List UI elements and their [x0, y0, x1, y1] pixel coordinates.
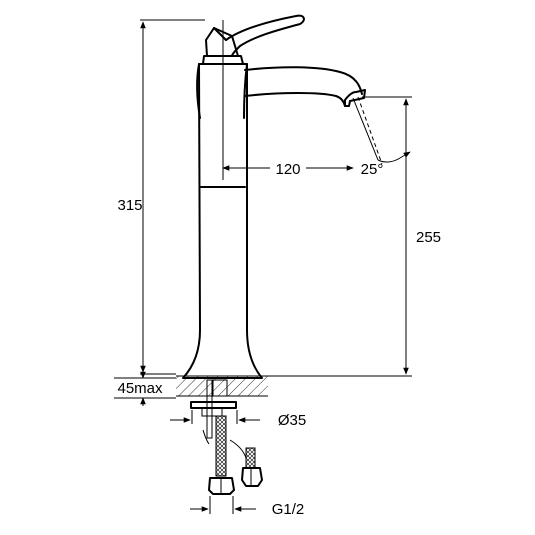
mounting-hardware — [190, 379, 263, 495]
spout-height-label: 255 — [416, 229, 441, 246]
dimension-connection-thread: G1/2 — [190, 496, 304, 518]
deck-thickness-label: 45max — [117, 380, 163, 397]
dimension-total-height: 315 — [117, 19, 205, 375]
dimension-hole-diameter: Ø35 — [170, 410, 306, 429]
dimension-spout-angle: 25° — [361, 161, 384, 178]
spout-angle-label: 25° — [361, 161, 384, 178]
flow-angle-lines — [352, 96, 411, 165]
dimension-deck-thickness: 45max — [114, 370, 176, 406]
lever-handle — [213, 14, 305, 57]
total-height-label: 315 — [117, 197, 142, 214]
dimension-spout-height: 255 — [268, 96, 441, 377]
spout — [244, 66, 366, 107]
connection-thread-label: G1/2 — [272, 501, 305, 518]
spout-reach-label: 120 — [275, 161, 300, 178]
hole-diameter-label: Ø35 — [278, 412, 306, 429]
dimension-spout-reach: 120 — [222, 20, 354, 180]
faucet-body — [182, 27, 263, 379]
